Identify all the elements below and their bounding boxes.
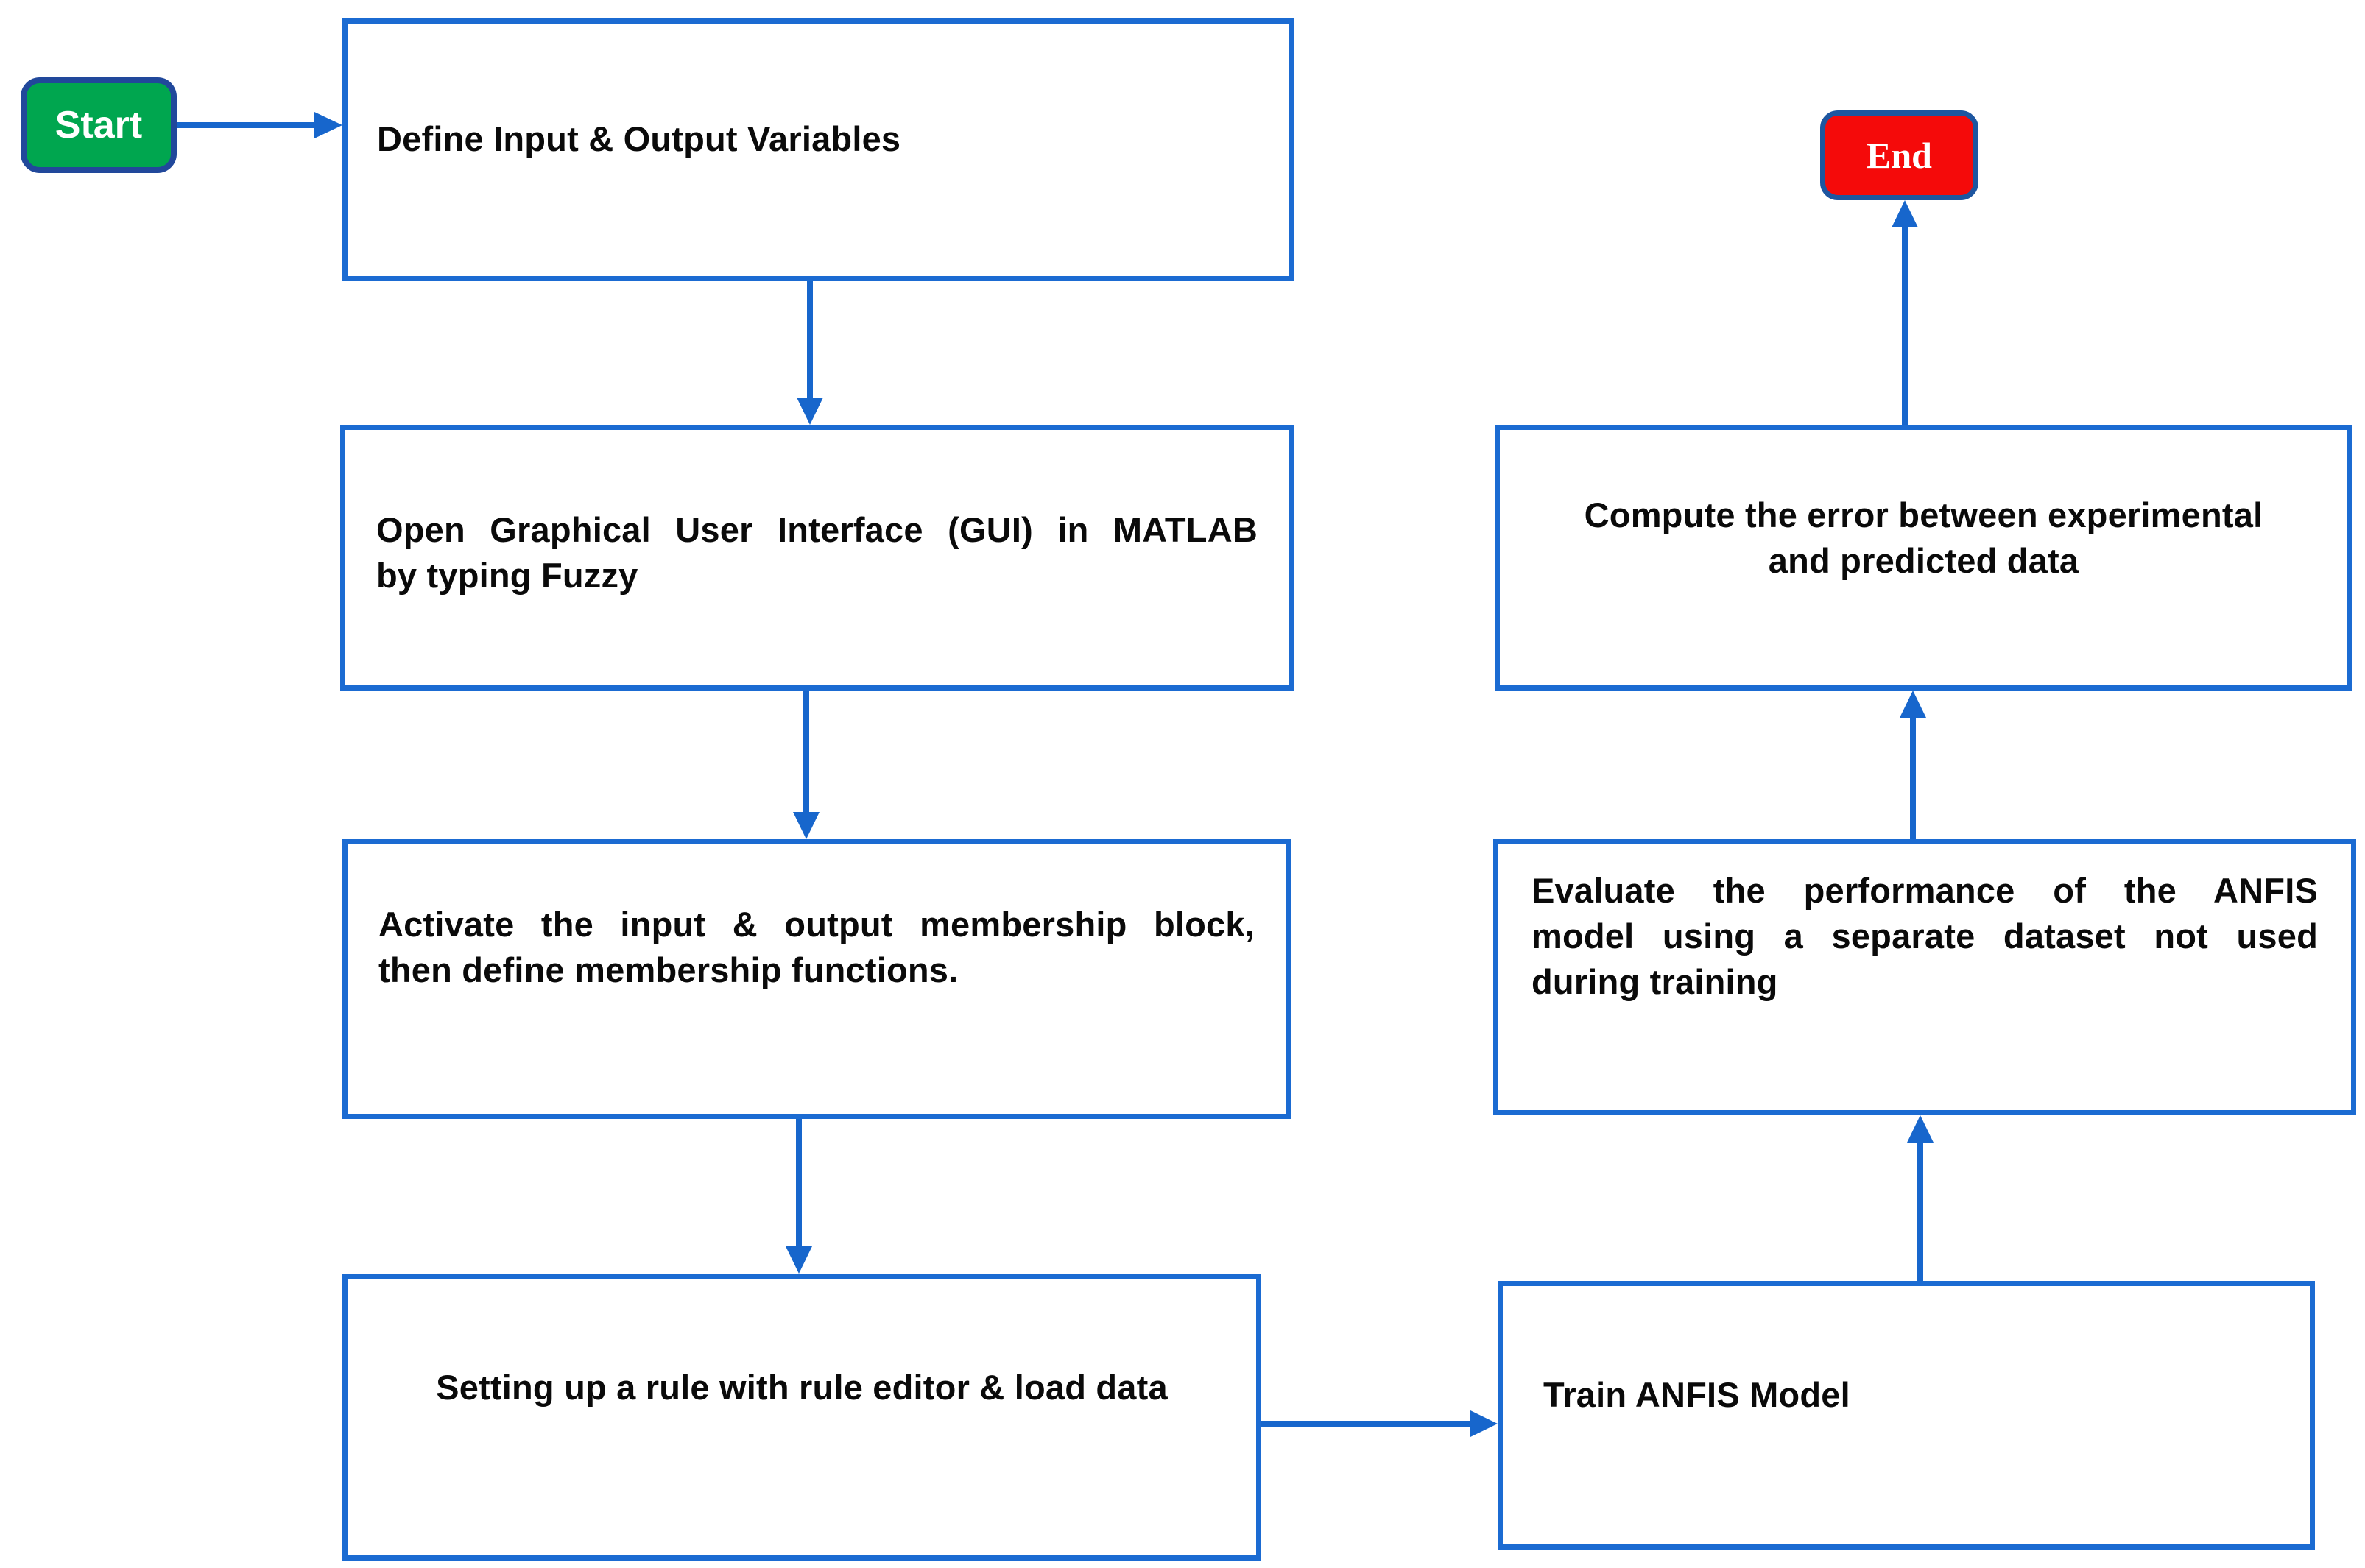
arrow-define-to-opengui bbox=[797, 281, 823, 425]
step-label: Open Graphical User Interface (GUI) in M… bbox=[376, 509, 1258, 595]
arrow-opengui-to-activate bbox=[793, 691, 820, 839]
step-define-variables: Define Input & Output Variables bbox=[342, 18, 1294, 281]
start-label: Start bbox=[54, 104, 143, 146]
step-label: Activate the input & output membership b… bbox=[378, 905, 1255, 989]
arrow-evaluate-to-compute bbox=[1900, 691, 1926, 839]
step-train-anfis: Train ANFIS Model bbox=[1498, 1281, 2315, 1550]
step-label: Define Input & Output Variables bbox=[377, 119, 901, 158]
end-node: End bbox=[1820, 110, 1978, 200]
step-label: Train ANFIS Model bbox=[1543, 1375, 1850, 1414]
end-label: End bbox=[1867, 135, 1932, 176]
arrow-start-to-define bbox=[177, 112, 342, 138]
step-setup-rule: Setting up a rule with rule editor & loa… bbox=[342, 1274, 1261, 1561]
arrow-compute-to-end bbox=[1892, 200, 1918, 425]
step-label: Setting up a rule with rule editor & loa… bbox=[436, 1368, 1168, 1407]
arrow-train-to-evaluate bbox=[1907, 1115, 1934, 1281]
arrow-rule-to-train bbox=[1261, 1410, 1498, 1437]
step-activate-membership: Activate the input & output membership b… bbox=[342, 839, 1291, 1119]
start-node: Start bbox=[21, 77, 177, 173]
step-open-gui: Open Graphical User Interface (GUI) in M… bbox=[340, 425, 1294, 691]
arrow-activate-to-rule bbox=[786, 1119, 812, 1274]
